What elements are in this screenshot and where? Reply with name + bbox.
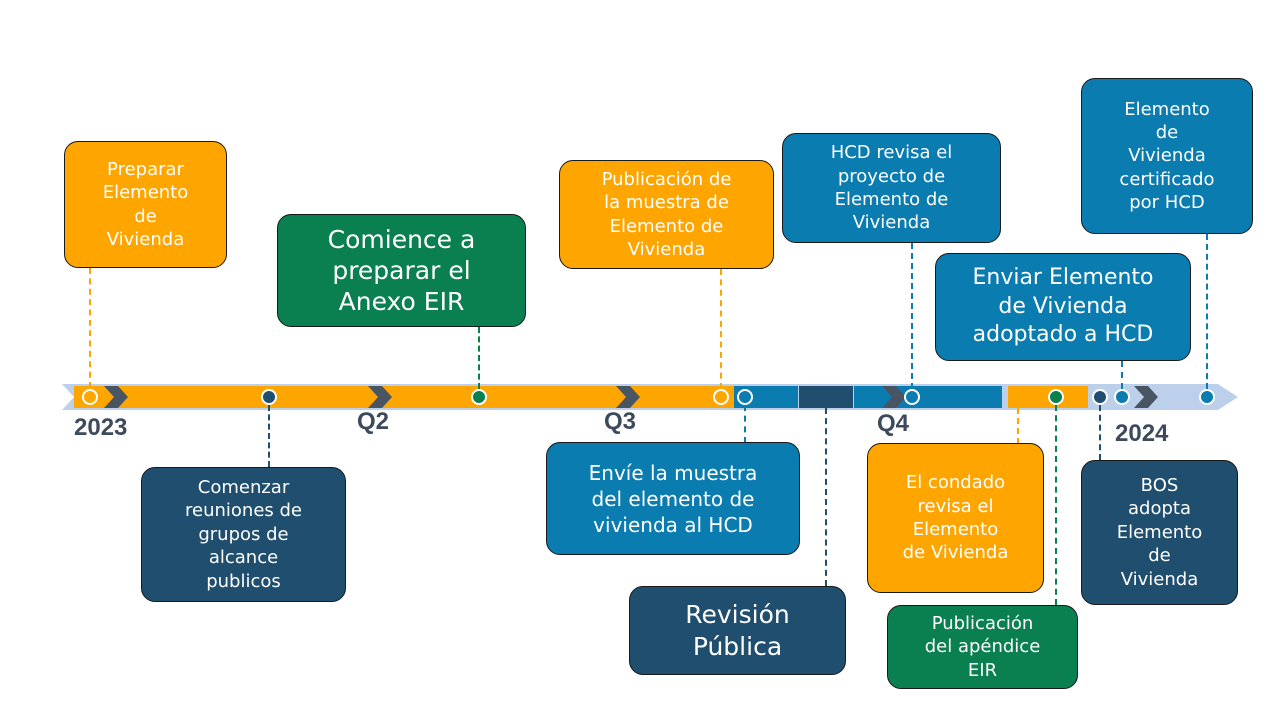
chevron-right-icon xyxy=(368,386,392,408)
milestone-text: Enviar Elemento de Vivienda adoptado a H… xyxy=(972,265,1154,348)
milestone-text: El condado revisa el Elemento de Viviend… xyxy=(902,472,1009,564)
marker-dot-hcd-revisa xyxy=(904,389,920,405)
axis-label-q4: Q4 xyxy=(877,410,910,437)
milestone-text: Elemento de Vivienda certificado por HCD xyxy=(1119,98,1215,214)
marker-dot-envie xyxy=(737,389,753,405)
milestone-text: Preparar Elemento de Vivienda xyxy=(102,158,189,250)
connector-anexo-eir xyxy=(478,327,480,389)
milestone-condado-revisa: El condado revisa el Elemento de Viviend… xyxy=(867,443,1044,593)
milestone-text: Publicación de la muestra de Elemento de… xyxy=(601,168,732,260)
axis-label-2023: 2023 xyxy=(74,414,128,441)
connector-eir-publicacion xyxy=(1055,405,1057,605)
axis-label-2024: 2024 xyxy=(1115,420,1169,447)
milestone-anexo-eir: Comience a preparar el Anexo EIR xyxy=(277,214,526,327)
connector-condado xyxy=(1017,408,1019,444)
connector-envie xyxy=(744,405,746,443)
connector-certificado xyxy=(1206,234,1208,389)
connector-preparar xyxy=(89,268,91,388)
marker-dot-reuniones xyxy=(261,389,277,405)
timeline-segment-teal-2 xyxy=(854,386,1002,408)
milestone-publicacion-muestra: Publicación de la muestra de Elemento de… xyxy=(559,160,774,269)
milestone-preparar-elemento: Preparar Elemento de Vivienda xyxy=(64,141,227,268)
milestone-text: HCD revisa el proyecto de Elemento de Vi… xyxy=(830,142,953,234)
marker-dot-anexo-eir xyxy=(471,389,487,405)
milestone-revision-publica: Revisión Pública xyxy=(629,586,846,675)
milestone-text: Publicación del apéndice EIR xyxy=(924,612,1041,681)
axis-label-q2: Q2 xyxy=(357,408,390,435)
milestone-text: Revisión Pública xyxy=(685,600,790,661)
milestone-bos-adopta: BOS adopta Elemento de Vivienda xyxy=(1081,460,1238,605)
connector-publicacion xyxy=(720,269,722,389)
milestone-enviar-adoptado: Enviar Elemento de Vivienda adoptado a H… xyxy=(935,253,1191,361)
milestone-publicacion-eir: Publicación del apéndice EIR xyxy=(887,605,1078,689)
marker-dot-enviar xyxy=(1114,389,1130,405)
connector-reuniones xyxy=(268,405,270,467)
marker-dot-bos xyxy=(1092,389,1108,405)
milestone-comenzar-reuniones: Comenzar reuniones de grupos de alcance … xyxy=(141,467,346,602)
chevron-right-icon xyxy=(104,386,128,408)
axis-label-q3: Q3 xyxy=(604,408,637,435)
connector-hcd-revisa xyxy=(911,243,913,389)
milestone-text: Comenzar reuniones de grupos de alcance … xyxy=(185,477,302,592)
chevron-right-icon xyxy=(1134,386,1158,408)
marker-dot-eir-publicacion xyxy=(1048,389,1064,405)
connector-bos xyxy=(1099,405,1101,460)
timeline-segment-orange xyxy=(74,386,734,408)
timeline-segment-navy xyxy=(799,386,853,408)
marker-dot-publicacion xyxy=(713,389,729,405)
marker-dot-preparar xyxy=(82,389,98,405)
chevron-right-icon xyxy=(616,386,640,408)
milestone-certificado-hcd: Elemento de Vivienda certificado por HCD xyxy=(1081,78,1253,234)
connector-enviar xyxy=(1121,361,1123,389)
chevron-right-icon xyxy=(882,386,906,408)
milestone-hcd-revisa: HCD revisa el proyecto de Elemento de Vi… xyxy=(782,133,1001,243)
milestone-text: Comience a preparar el Anexo EIR xyxy=(327,224,476,317)
milestone-envie-muestra: Envíe la muestra del elemento de viviend… xyxy=(546,442,800,555)
connector-revision xyxy=(825,408,827,586)
milestone-text: BOS adopta Elemento de Vivienda xyxy=(1116,475,1203,590)
milestone-text: Envíe la muestra del elemento de viviend… xyxy=(588,460,758,537)
marker-dot-certificado xyxy=(1199,389,1215,405)
